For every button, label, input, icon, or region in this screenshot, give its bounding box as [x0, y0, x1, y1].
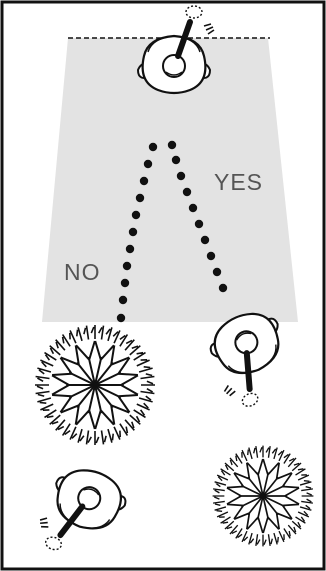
path-dot — [144, 160, 152, 168]
path-dot — [132, 211, 140, 219]
path-dot — [121, 279, 129, 287]
path-dot — [123, 262, 131, 270]
path-dot — [136, 194, 144, 202]
label-no: NO — [64, 259, 101, 285]
path-dot — [219, 284, 227, 292]
path-dot — [149, 143, 157, 151]
path-dot — [168, 141, 176, 149]
path-dot — [129, 228, 137, 236]
path-dot — [183, 188, 191, 196]
path-dot — [172, 156, 180, 164]
path-dot — [207, 252, 215, 260]
path-dot — [117, 314, 125, 322]
path-dot — [177, 172, 185, 180]
path-dot — [140, 177, 148, 185]
tree-canopy-icon — [35, 325, 155, 445]
path-dot — [201, 236, 209, 244]
path-dot — [126, 245, 134, 253]
path-dot — [119, 296, 127, 304]
path-dot — [195, 220, 203, 228]
tree-canopy-icon — [213, 446, 314, 547]
label-yes: YES — [214, 169, 263, 195]
path-dot — [213, 268, 221, 276]
path-dot — [189, 204, 197, 212]
